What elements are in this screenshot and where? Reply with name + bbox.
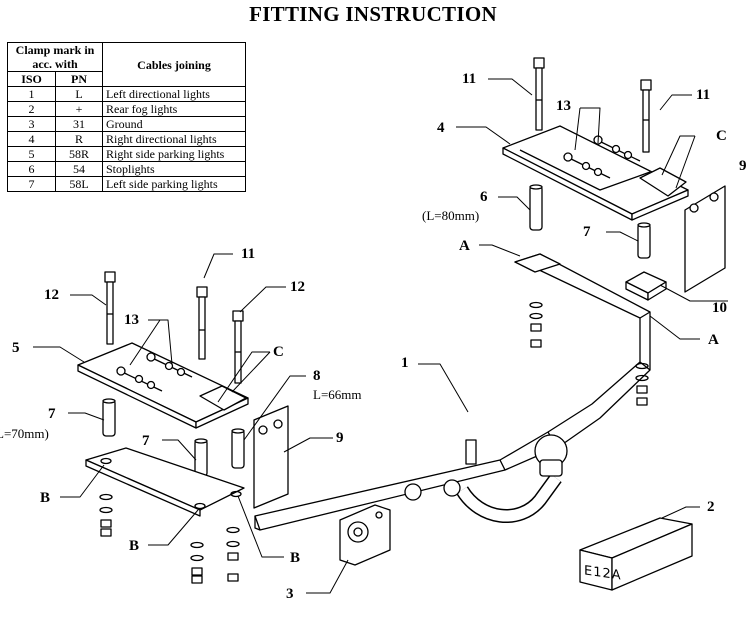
spacer-tube-6: [529, 184, 543, 231]
note-length-70: L=70mm): [0, 426, 49, 441]
header-pn: PN: [55, 71, 103, 87]
label-7-left-a: 7: [48, 406, 56, 422]
iso-cell: 5: [6, 146, 57, 162]
label-B-left: B: [40, 490, 51, 506]
bolt-11-right-b: [640, 79, 652, 153]
note-length-66: L=66mm: [313, 387, 362, 402]
label-10: 10: [712, 300, 727, 316]
pn-cell: 58L: [55, 176, 103, 192]
label-2: 2: [707, 499, 715, 515]
label-12-left: 12: [44, 287, 59, 303]
tow-ball-neck: [404, 434, 568, 523]
desc-cell: Stoplights: [102, 161, 246, 177]
label-4: 4: [437, 120, 445, 136]
label-A-right: A: [708, 332, 719, 348]
label-11-left: 11: [241, 246, 256, 262]
pn-cell: 31: [55, 116, 103, 132]
label-11-right-a: 11: [462, 71, 477, 87]
page-title: FITTING INSTRUCTION: [249, 2, 497, 26]
label-6: 6: [480, 189, 488, 205]
label-3: 3: [286, 586, 294, 602]
box-2: [579, 517, 693, 591]
desc-cell: Ground: [102, 116, 246, 132]
label-12-right: 12: [290, 279, 305, 295]
label-13-left: 13: [124, 312, 139, 328]
right-bracket-bolts: [563, 135, 641, 179]
washer-nut-stack: [99, 301, 649, 584]
pn-cell: 54: [55, 161, 103, 177]
left-bracket-bolts: [116, 352, 193, 392]
label-13-right: 13: [556, 98, 571, 114]
label-5: 5: [12, 340, 20, 356]
plate-9-right: [684, 185, 726, 293]
bolt-12-left: [104, 271, 116, 345]
bolt-11-right-a: [533, 57, 545, 131]
note-length-80: (L=80mm): [422, 208, 480, 223]
bolt-11-left: [196, 286, 208, 360]
desc-cell: Right directional lights: [102, 131, 246, 147]
left-mounting-plate: [77, 342, 249, 429]
desc-cell: Right side parking lights: [102, 146, 246, 162]
label-7-left-b: 7: [142, 433, 150, 449]
header-cables-joining: Cables joining: [102, 42, 246, 87]
label-8: 8: [313, 368, 321, 384]
label-A-top: A: [459, 238, 470, 254]
header-clamp-mark: Clamp mark in acc. with: [7, 42, 103, 72]
label-C-left: C: [273, 344, 284, 360]
socket-plate-3: [339, 504, 391, 566]
leader-lines: [33, 78, 728, 594]
block-10: [625, 271, 667, 301]
plate-9-left: [253, 405, 289, 509]
cable-legend-table: Clamp mark in acc. with Cables joining I…: [6, 42, 246, 192]
spacer-tube-8: [231, 428, 245, 469]
spacer-tube-7-left-b: [194, 438, 208, 477]
label-C-right: C: [716, 128, 727, 144]
label-11-right-b: 11: [696, 87, 711, 103]
label-B-mid: B: [129, 538, 140, 554]
bottom-left-plate: [85, 447, 245, 517]
label-9-left: 9: [336, 430, 344, 446]
label-9-right: 9: [739, 158, 746, 174]
iso-cell: 7: [6, 176, 57, 192]
label-7-right: 7: [583, 224, 591, 240]
spacer-tube-7-right: [637, 222, 651, 259]
spacer-tube-7-left-a: [102, 398, 116, 437]
label-1: 1: [401, 355, 409, 371]
label-B-right: B: [290, 550, 301, 566]
desc-cell: Left side parking lights: [102, 176, 246, 192]
bolt-12-mid: [232, 310, 244, 384]
